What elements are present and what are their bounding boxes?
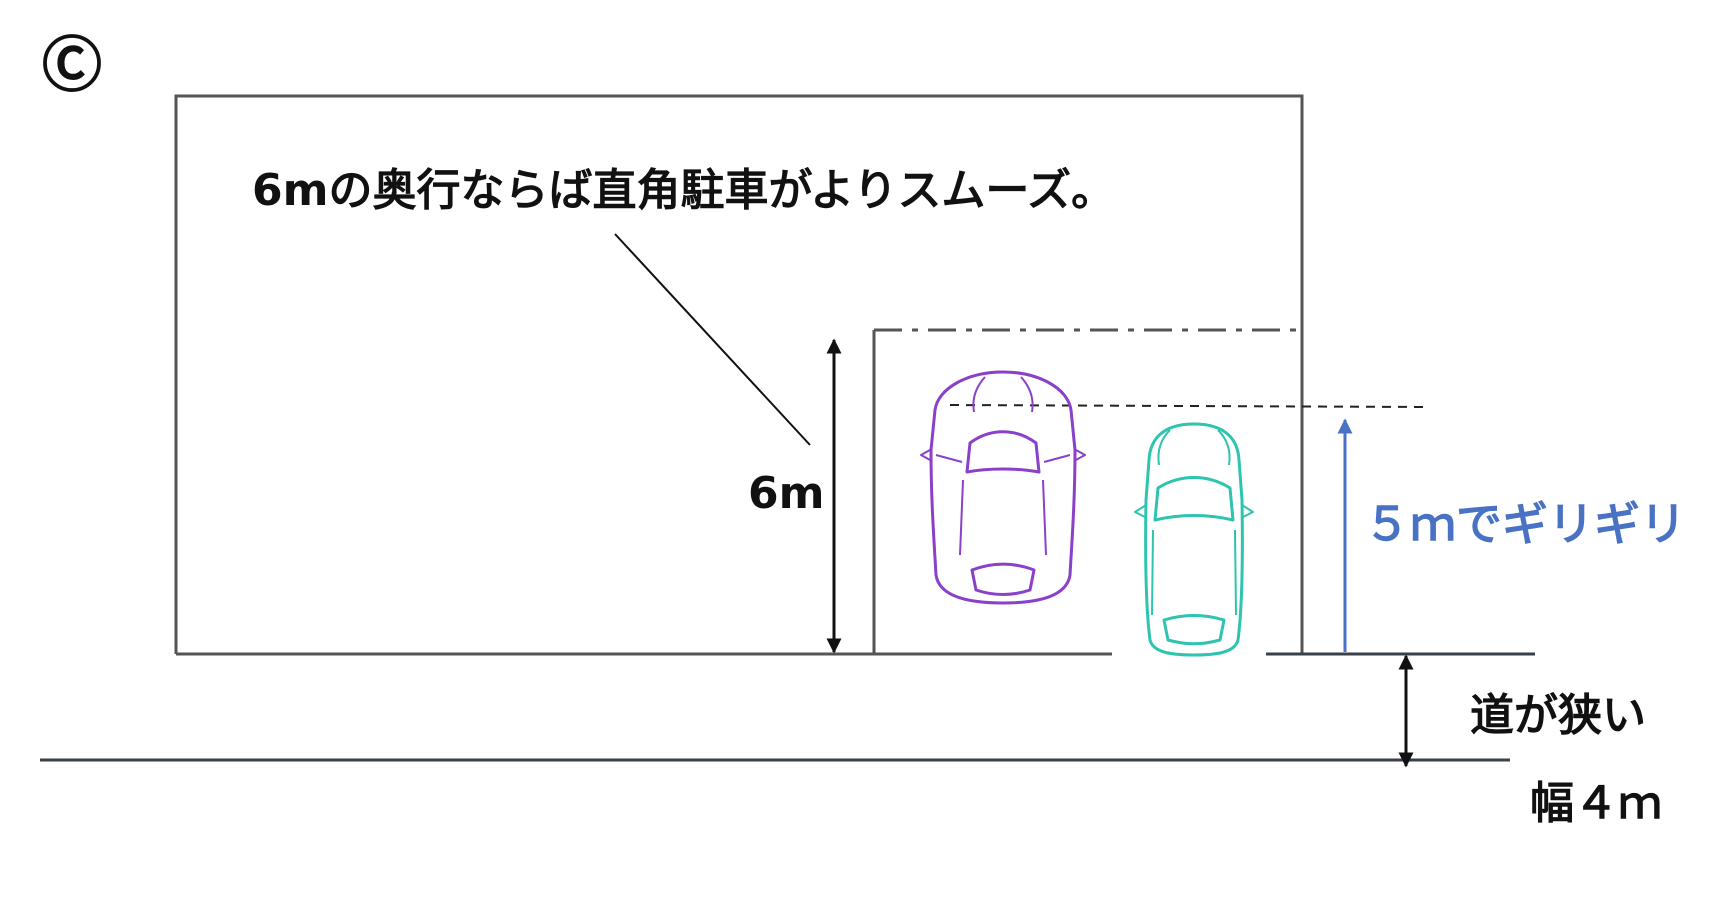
circled-c-marker: Ⓒ bbox=[42, 31, 102, 101]
car-teal-icon bbox=[1134, 422, 1254, 657]
annotation-leader-line bbox=[614, 233, 811, 446]
annotation-text: 6mの奥行ならば直角駐車がよりスムーズ。 bbox=[252, 165, 1115, 216]
lot-outline bbox=[174, 94, 1304, 654]
car-purple-icon bbox=[920, 370, 1086, 605]
road-label: 道が狭い bbox=[1470, 690, 1646, 741]
road-width-label: 幅４ｍ bbox=[1530, 778, 1662, 829]
clearance-dashed-line bbox=[949, 404, 1426, 408]
clearance-label: ５ｍでギリギリ bbox=[1364, 497, 1686, 551]
depth-label: 6m bbox=[748, 468, 824, 519]
